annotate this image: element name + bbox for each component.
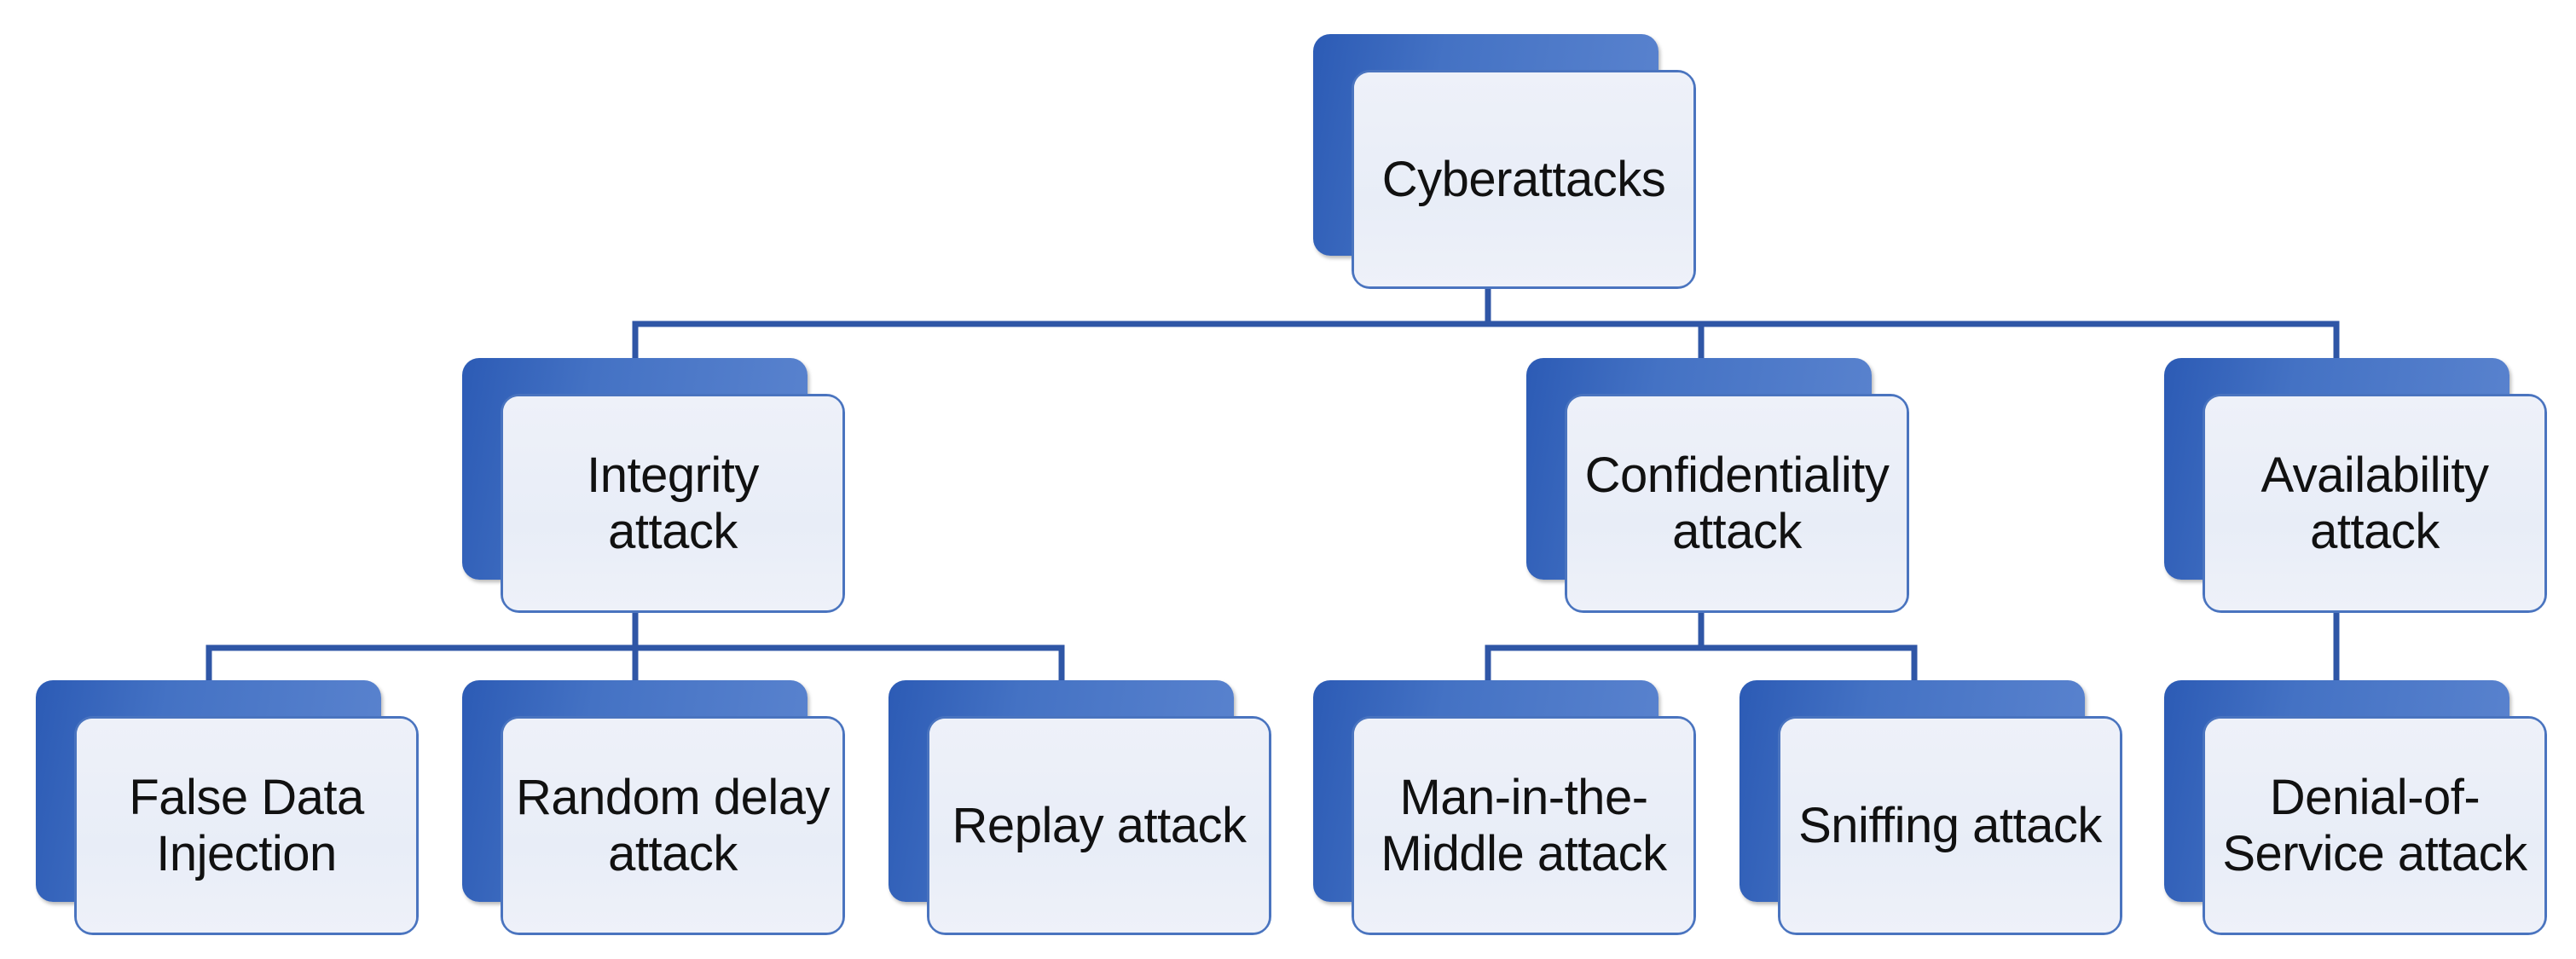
node-label: False Data Injection	[129, 769, 364, 881]
node-label: Cyberattacks	[1381, 151, 1666, 207]
node-denial-of-service-attack: Denial-of- Service attack	[2164, 680, 2552, 940]
node-sniffing-attack: Sniffing attack	[1740, 680, 2127, 940]
node-label: Availability attack	[2261, 447, 2489, 559]
node-availability-attack: Availability attack	[2164, 358, 2552, 618]
node-random-delay-attack: Random delay attack	[462, 680, 850, 940]
node-label: Man-in-the- Middle attack	[1381, 769, 1667, 881]
node-man-in-the-middle-attack: Man-in-the- Middle attack	[1313, 680, 1701, 940]
node-label: Integrity attack	[587, 447, 759, 559]
node-label: Denial-of- Service attack	[2222, 769, 2527, 881]
node-label: Random delay attack	[516, 769, 831, 881]
node-label: Replay attack	[952, 797, 1247, 853]
node-cyberattacks: Cyberattacks	[1313, 34, 1701, 294]
node-label: Confidentiality attack	[1584, 447, 1890, 559]
node-label: Sniffing attack	[1798, 797, 2102, 853]
node-false-data-injection: False Data Injection	[36, 680, 424, 940]
node-replay-attack: Replay attack	[889, 680, 1276, 940]
node-confidentiality-attack: Confidentiality attack	[1526, 358, 1914, 618]
node-integrity-attack: Integrity attack	[462, 358, 850, 618]
